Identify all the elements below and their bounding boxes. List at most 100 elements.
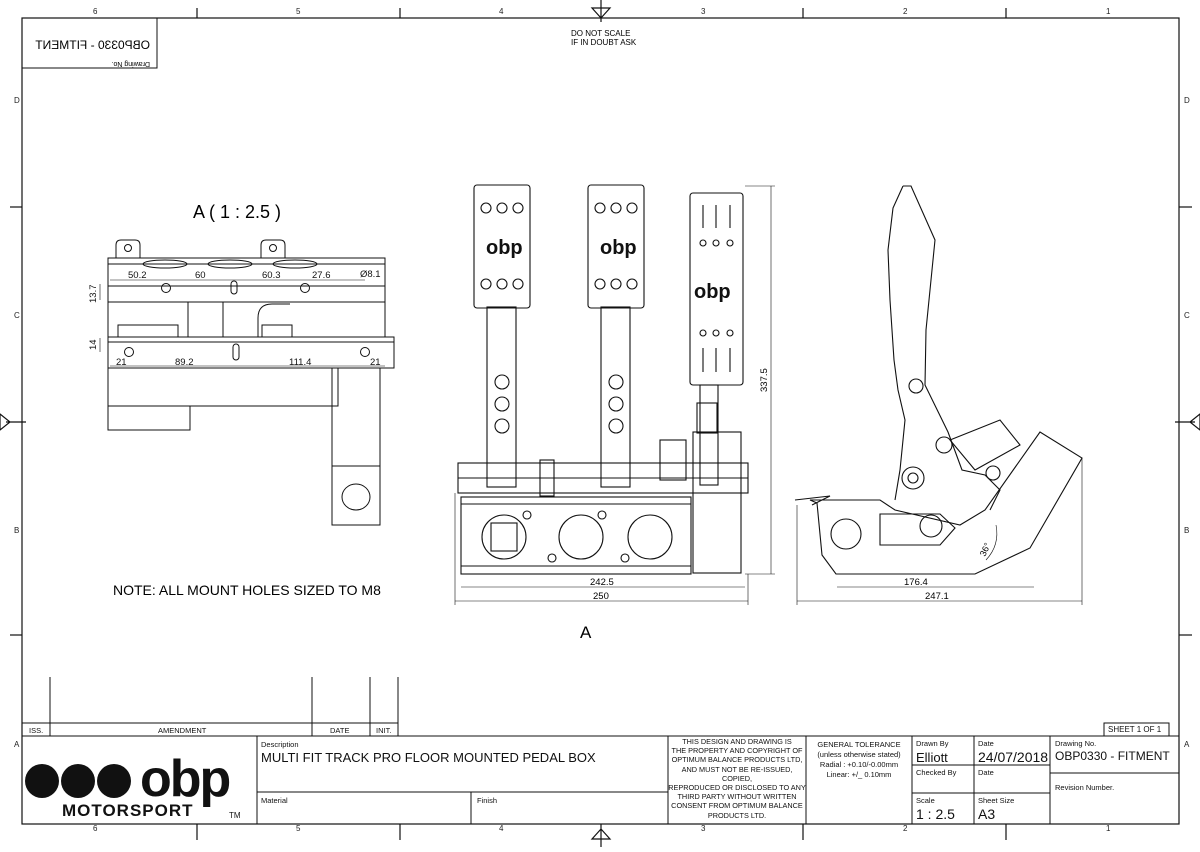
dim-176-4: 176.4 xyxy=(904,577,928,588)
zone-labels: 6 5 4 3 2 1 6 5 4 3 2 1 D C B A D C B A xyxy=(14,7,1190,833)
tolerance-subtitle: (unless otherwise stated) xyxy=(817,750,901,759)
pedal-pad-2-holes: obp xyxy=(594,202,638,290)
zone-row-d-right: D xyxy=(1184,96,1190,105)
zone-col-3-bottom: 3 xyxy=(701,824,706,833)
detail-dimensions: 50.2 60 60.3 27.6 Ø8.1 13.7 14 21 89.2 1… xyxy=(88,269,381,368)
zone-row-d: D xyxy=(14,96,20,105)
drawing-no-label: Drawing No. xyxy=(1055,739,1097,748)
zone-row-c: C xyxy=(14,311,20,320)
dim-13-7: 13.7 xyxy=(88,285,99,304)
amend-header-date: DATE xyxy=(330,726,350,735)
dim-angle-36: 36° xyxy=(978,541,993,558)
description-value: MULTI FIT TRACK PRO FLOOR MOUNTED PEDAL … xyxy=(261,750,596,765)
amend-header-amendment: AMENDMENT xyxy=(158,726,207,735)
revision-label: Revision Number. xyxy=(1055,783,1115,792)
dim-337-5: 337.5 xyxy=(759,368,770,392)
zone-row-b-right: B xyxy=(1184,526,1189,535)
pedal-arm-1 xyxy=(486,306,517,488)
zone-col-5: 5 xyxy=(296,7,301,16)
scale-note-2: IF IN DOUBT ASK xyxy=(571,38,637,47)
dim-250: 250 xyxy=(593,591,609,602)
zone-col-6: 6 xyxy=(93,7,98,16)
scale-value: 1 : 2.5 xyxy=(916,806,955,822)
dim-21-right: 21 xyxy=(370,357,381,368)
zone-ticks xyxy=(10,8,1192,840)
zone-row-b: B xyxy=(14,526,19,535)
date-value: 24/07/2018 xyxy=(978,749,1049,765)
drawn-by-label: Drawn By xyxy=(916,739,949,748)
zone-col-2-bottom: 2 xyxy=(903,824,908,833)
dim-60: 60 xyxy=(195,270,206,281)
pivot-bolt xyxy=(901,466,925,490)
mirrored-drawing-no-box: OBP0330 - FITMENT Drawing No. xyxy=(21,17,158,69)
mount-slot xyxy=(232,343,240,361)
detail-view-a xyxy=(107,239,395,526)
dim-21-left: 21 xyxy=(116,357,127,368)
section-label-a: A xyxy=(580,623,592,642)
sheet-size-label: Sheet Size xyxy=(978,796,1015,805)
mount-hole xyxy=(161,283,171,293)
zone-col-4-bottom: 4 xyxy=(499,824,504,833)
checked-by-label: Checked By xyxy=(916,768,957,777)
pedal-arm-3 xyxy=(699,384,719,486)
dim-60-3: 60.3 xyxy=(262,270,281,281)
amend-header-init: INIT. xyxy=(376,726,392,735)
zone-col-4: 4 xyxy=(499,7,504,16)
zone-row-a-right: A xyxy=(1184,740,1190,749)
tolerance-linear: Linear: +/_ 0.10mm xyxy=(826,770,892,779)
side-dimension-lines xyxy=(796,458,1083,605)
pedal-arm-2 xyxy=(600,306,631,488)
obp-logo: obp MOTORSPORT TM xyxy=(25,750,241,820)
zone-row-a: A xyxy=(14,740,20,749)
mirrored-drawing-no-label: Drawing No. xyxy=(111,60,150,67)
mount-tab-right xyxy=(260,239,286,258)
dim-14: 14 xyxy=(88,339,99,350)
zone-col-6-bottom: 6 xyxy=(93,824,98,833)
dim-247-1: 247.1 xyxy=(925,591,949,602)
pedal-profile xyxy=(903,185,1001,511)
logo-subtitle: MOTORSPORT xyxy=(62,801,194,820)
zone-col-1: 1 xyxy=(1106,7,1111,16)
mirrored-drawing-no: OBP0330 - FITMENT xyxy=(35,38,150,52)
pedal-pad-1-holes: obp xyxy=(480,202,524,290)
svg-text:obp: obp xyxy=(600,237,637,259)
drawn-by-value: Elliott xyxy=(916,750,948,765)
zone-col-3: 3 xyxy=(701,7,706,16)
svg-text:obp: obp xyxy=(694,281,731,303)
dim-27-6: 27.6 xyxy=(312,270,331,281)
detail-view-title: A ( 1 : 2.5 ) xyxy=(193,202,281,222)
date2-label: Date xyxy=(978,768,994,777)
base-plate xyxy=(460,496,692,575)
mount-hole xyxy=(300,283,310,293)
mount-hole-note: NOTE: ALL MOUNT HOLES SIZED TO M8 xyxy=(113,582,381,598)
mount-hole xyxy=(124,347,134,357)
date-label: Date xyxy=(978,739,994,748)
material-label: Material xyxy=(261,796,288,805)
pedal-pad-2 xyxy=(587,184,645,309)
logo-text: obp xyxy=(140,750,230,808)
tolerance-title: GENERAL TOLERANCE xyxy=(817,740,901,749)
tolerance-block: GENERAL TOLERANCE (unless otherwise stat… xyxy=(806,740,912,780)
front-dimension-lines xyxy=(454,185,775,605)
sheet-size-value: A3 xyxy=(978,806,996,822)
zone-col-5-bottom: 5 xyxy=(296,824,301,833)
mount-slot xyxy=(230,280,238,295)
zone-col-1-bottom: 1 xyxy=(1106,824,1111,833)
logo-tm: TM xyxy=(229,811,241,820)
tolerance-radial: Radial : +0.10/-0.00mm xyxy=(819,760,899,769)
scale-label: Scale xyxy=(916,796,935,805)
dim-50-2: 50.2 xyxy=(128,270,147,281)
master-cylinder xyxy=(949,419,1021,471)
detail-dimension-lines xyxy=(99,279,385,367)
pedal-pad-1 xyxy=(473,184,531,309)
sheet-number: SHEET 1 OF 1 xyxy=(1108,725,1162,734)
description-label: Description xyxy=(261,740,299,749)
dim-242-5: 242.5 xyxy=(590,577,614,588)
zone-col-2: 2 xyxy=(903,7,908,16)
front-view: obp obp obp xyxy=(457,184,749,575)
mount-hole xyxy=(360,347,370,357)
side-view xyxy=(794,185,1083,575)
